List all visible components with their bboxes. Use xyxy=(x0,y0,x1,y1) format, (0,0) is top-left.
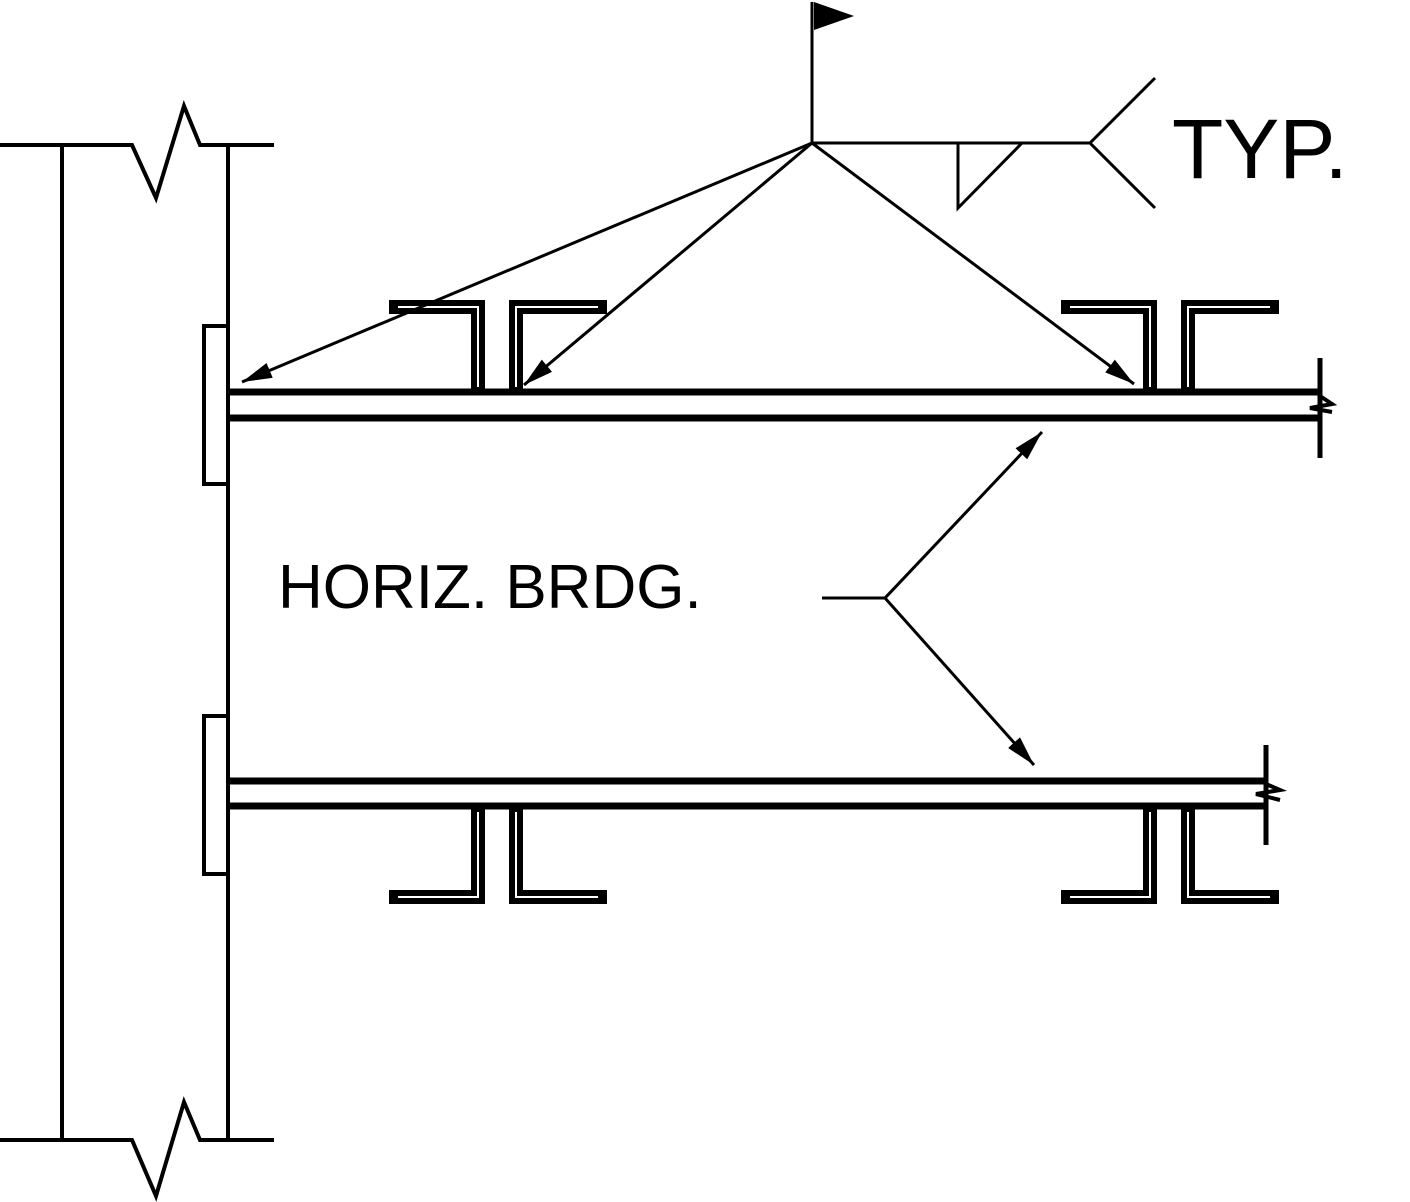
angle-top-left-b xyxy=(509,300,607,395)
top-break-line xyxy=(0,100,274,204)
typical-label: TYP. xyxy=(1172,102,1348,196)
angle-top-right-b xyxy=(1181,300,1279,395)
weld-arrow-3 xyxy=(811,141,1135,386)
weld-arrow-1 xyxy=(241,141,813,384)
field-weld-flag-icon xyxy=(814,2,854,30)
fillet-weld-icon xyxy=(956,141,1024,212)
tail xyxy=(1087,76,1157,210)
bridging-arrow-top xyxy=(883,430,1044,600)
weld-arrow-2 xyxy=(523,141,813,387)
top-connection-plate xyxy=(202,324,230,486)
angle-bottom-left-b xyxy=(509,803,607,904)
angle-bottom-right-b xyxy=(1181,803,1279,904)
angle-top-right-a xyxy=(1061,300,1157,395)
bottom-break-line xyxy=(0,1096,274,1202)
bottom-bridging-member xyxy=(230,745,1288,845)
bridging-arrow-bottom xyxy=(883,597,1036,766)
steel-angles xyxy=(389,300,1279,904)
angle-bottom-right-a xyxy=(1061,803,1157,904)
bottom-connection-plate xyxy=(202,714,230,876)
top-bridging-member xyxy=(230,358,1338,458)
weld-symbol xyxy=(241,2,1157,766)
angle-bottom-left-a xyxy=(389,803,485,904)
bridging-label: HORIZ. BRDG. xyxy=(278,553,702,622)
angle-top-left-a xyxy=(389,300,485,395)
